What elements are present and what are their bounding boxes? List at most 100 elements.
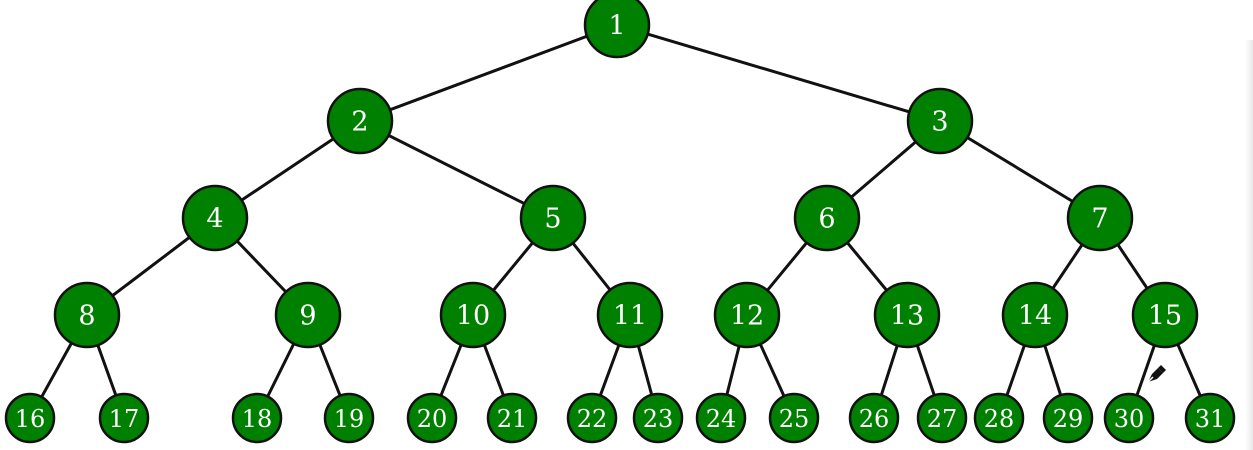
node-label: 22	[577, 405, 608, 433]
tree-node-27: 27	[916, 392, 968, 444]
tree-node-21: 21	[486, 392, 538, 444]
node-circle	[906, 87, 974, 155]
tree-node-16: 16	[4, 392, 56, 444]
node-circle	[1066, 184, 1134, 252]
tree-node-12: 12	[713, 281, 781, 349]
node-label: 7	[1091, 204, 1108, 235]
node-circle	[583, 0, 651, 59]
node-circle	[326, 87, 394, 155]
pen-cursor-icon	[1147, 365, 1166, 383]
node-circle	[181, 184, 249, 252]
tree-node-30: 30	[1103, 392, 1155, 444]
tree-node-19: 19	[323, 392, 375, 444]
node-label: 27	[927, 405, 958, 433]
node-label: 16	[15, 405, 46, 433]
tree-node-5: 5	[519, 184, 587, 252]
node-circle	[793, 184, 861, 252]
node-label: 19	[334, 405, 365, 433]
node-label: 18	[242, 405, 273, 433]
node-label: 31	[1195, 405, 1226, 433]
node-circle	[916, 392, 968, 444]
tree-node-29: 29	[1042, 392, 1094, 444]
node-label: 24	[706, 405, 737, 433]
node-label: 15	[1148, 301, 1182, 332]
tree-node-22: 22	[566, 392, 618, 444]
tree-node-24: 24	[695, 392, 747, 444]
edge-1-3	[615, 23, 942, 123]
tree-node-18: 18	[231, 392, 283, 444]
node-label: 8	[78, 301, 95, 332]
node-circle	[973, 392, 1025, 444]
node-label: 9	[299, 301, 316, 332]
node-label: 6	[818, 204, 835, 235]
tree-node-3: 3	[906, 87, 974, 155]
node-label: 28	[984, 405, 1015, 433]
tree-node-17: 17	[98, 392, 150, 444]
node-circle	[231, 392, 283, 444]
node-circle	[519, 184, 587, 252]
node-label: 26	[859, 405, 890, 433]
node-circle	[1103, 392, 1155, 444]
node-label: 17	[109, 405, 140, 433]
tree-node-26: 26	[848, 392, 900, 444]
tree-node-31: 31	[1184, 392, 1236, 444]
tree-node-13: 13	[873, 281, 941, 349]
node-circle	[1042, 392, 1094, 444]
node-label: 1	[608, 11, 625, 42]
node-label: 30	[1114, 405, 1145, 433]
node-circle	[632, 392, 684, 444]
tree-node-14: 14	[1001, 281, 1069, 349]
node-circle	[848, 392, 900, 444]
node-circle	[596, 281, 664, 349]
tree-node-20: 20	[406, 392, 458, 444]
node-label: 12	[730, 301, 764, 332]
node-label: 23	[643, 405, 674, 433]
node-circle	[1001, 281, 1069, 349]
tree-node-15: 15	[1131, 281, 1199, 349]
tree-node-10: 10	[439, 281, 507, 349]
node-label: 11	[613, 301, 647, 332]
tree-node-6: 6	[793, 184, 861, 252]
tree-node-7: 7	[1066, 184, 1134, 252]
node-label: 20	[417, 405, 448, 433]
node-circle	[768, 392, 820, 444]
tree-node-1: 1	[583, 0, 651, 59]
node-label: 25	[779, 405, 810, 433]
node-circle	[98, 392, 150, 444]
node-circle	[406, 392, 458, 444]
tree-node-4: 4	[181, 184, 249, 252]
node-circle	[439, 281, 507, 349]
tree-node-23: 23	[632, 392, 684, 444]
node-label: 14	[1018, 301, 1052, 332]
node-circle	[274, 281, 342, 349]
node-label: 3	[931, 107, 948, 138]
node-circle	[1131, 281, 1199, 349]
node-circle	[486, 392, 538, 444]
node-circle	[4, 392, 56, 444]
node-circle	[1184, 392, 1236, 444]
node-circle	[323, 392, 375, 444]
node-label: 5	[544, 204, 561, 235]
node-circle	[695, 392, 747, 444]
edge-1-2	[358, 23, 619, 123]
tree-node-11: 11	[596, 281, 664, 349]
tree-node-2: 2	[326, 87, 394, 155]
node-label: 13	[890, 301, 924, 332]
node-label: 4	[206, 204, 223, 235]
node-circle	[53, 281, 121, 349]
node-label: 2	[351, 107, 368, 138]
node-circle	[566, 392, 618, 444]
node-label: 21	[497, 405, 528, 433]
window-edge-shadow	[1245, 40, 1253, 450]
edge-2-5	[358, 119, 555, 220]
node-circle	[873, 281, 941, 349]
node-label: 10	[456, 301, 490, 332]
tree-node-25: 25	[768, 392, 820, 444]
tree-node-9: 9	[274, 281, 342, 349]
node-circle	[713, 281, 781, 349]
node-label: 29	[1053, 405, 1084, 433]
tree-node-28: 28	[973, 392, 1025, 444]
tree-node-8: 8	[53, 281, 121, 349]
